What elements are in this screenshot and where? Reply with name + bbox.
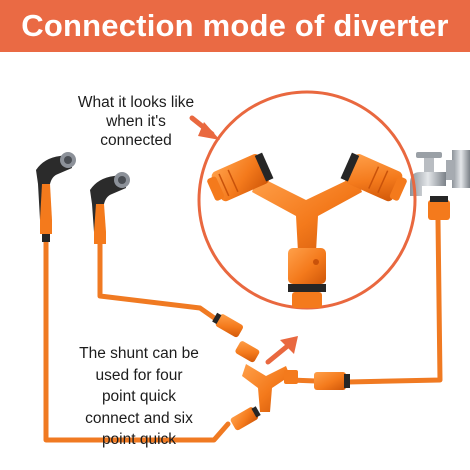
page-title: Connection mode of diverter (21, 8, 449, 43)
hose-faucet (345, 217, 443, 385)
y-diverter-icon (207, 152, 407, 308)
hose-left-short (97, 241, 223, 325)
caption-line: connected (100, 132, 172, 149)
spray-gun-icon (36, 152, 76, 242)
small-diverter-assembly (212, 312, 350, 431)
spray-gun-icon (90, 172, 130, 244)
faucet-icon (410, 150, 470, 220)
caption-line: point quick (101, 388, 177, 405)
caption-line: when it's (106, 113, 166, 130)
caption-line: point quick (101, 431, 177, 448)
hose-left-long (43, 229, 231, 443)
caption-line: The shunt can be (79, 345, 199, 362)
caption-line: connect and six (85, 409, 193, 427)
caption-line: used for four (95, 366, 183, 384)
title-banner: Connection mode of diverter (0, 0, 470, 52)
arrow-icon (265, 336, 298, 365)
shunt-caption: The shunt can be used for four point qui… (54, 343, 224, 451)
hose-lines (43, 217, 443, 443)
connected-caption: What it looks like when it's connected (56, 93, 216, 150)
arrow-icon (189, 115, 220, 140)
caption-line: What it looks like (77, 94, 195, 111)
